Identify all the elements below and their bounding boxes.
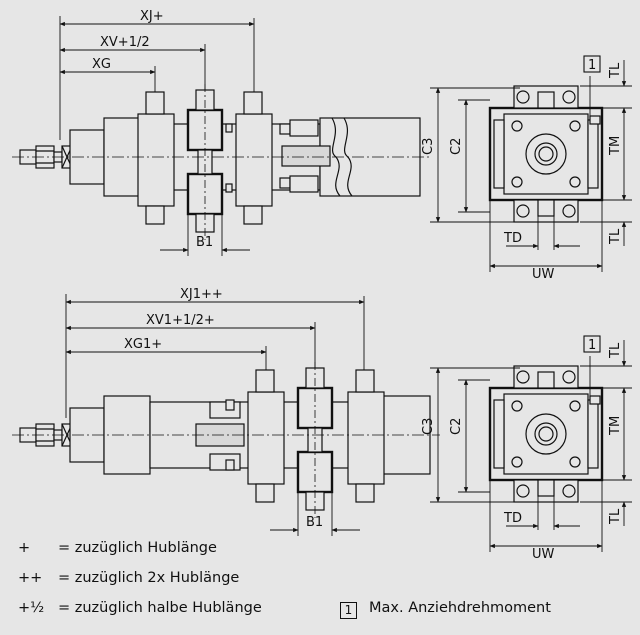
legend-symbol: + [18, 540, 31, 556]
callout-1-bottom: 1 [588, 338, 596, 353]
side-view-bottom [19, 367, 431, 511]
dim-xj-bottom: XJ1++ [180, 287, 223, 302]
dim-xj-top: XJ+ [140, 9, 164, 24]
legend-note: 1 Max. Anziehdrehmoment [340, 600, 551, 619]
dim-xg-top: XG [92, 57, 111, 72]
legend-row-half: +½ = zuzüglich halbe Hublänge [18, 600, 262, 616]
dim-tl-bottom-a: TL [608, 342, 623, 359]
dim-c2-top: C2 [449, 138, 464, 155]
dim-b1-bottom: B1 [306, 515, 323, 530]
legend-text: = zuzüglich 2x Hublänge [58, 570, 240, 586]
dim-c2-bottom: C2 [449, 418, 464, 435]
legend-symbol: +½ [18, 600, 45, 616]
dim-xv-bottom: XV1+1/2+ [146, 313, 215, 328]
legend-text: = zuzüglich Hublänge [58, 540, 217, 556]
dim-td-bottom: TD [503, 511, 522, 526]
dim-c3-top: C3 [421, 138, 436, 155]
dim-uw-top: UW [532, 267, 555, 282]
dim-uw-bottom: UW [532, 547, 555, 562]
side-view-top [19, 89, 421, 233]
dim-tm-bottom: TM [608, 416, 623, 436]
dimension-lines-bottom [65, 294, 365, 536]
dim-xg-bottom: XG1+ [124, 337, 162, 352]
dim-b1-top: B1 [196, 235, 213, 250]
legend-symbol: ++ [18, 570, 43, 586]
legend-row-plus: + = zuzüglich Hublänge [18, 540, 217, 556]
note-text: Max. Anziehdrehmoment [369, 600, 551, 616]
end-view-bottom [488, 365, 604, 503]
dim-tl-bottom-b: TL [608, 508, 623, 525]
legend-text: = zuzüglich halbe Hublänge [58, 600, 262, 616]
dim-tl-top-a: TL [608, 62, 623, 79]
dim-xv-top: XV+1/2 [100, 35, 150, 50]
dim-td-top: TD [503, 231, 522, 246]
dim-c3-bottom: C3 [421, 418, 436, 435]
callout-1-top: 1 [588, 58, 596, 73]
dim-tl-top-b: TL [608, 228, 623, 245]
legend-row-double-plus: ++ = zuzüglich 2x Hublänge [18, 570, 239, 586]
note-marker: 1 [340, 602, 357, 619]
dimension-lines-top [59, 16, 255, 256]
dim-tm-top: TM [608, 136, 623, 156]
end-view-top [488, 85, 604, 223]
